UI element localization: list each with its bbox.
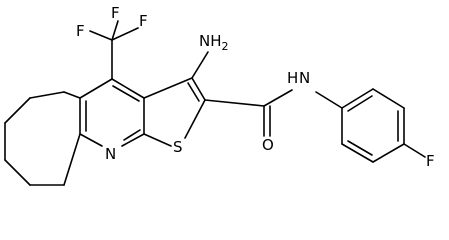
bond-c4-c4a [79, 78, 113, 99]
bond-cf3-f2 [111, 20, 119, 41]
bond-oct-5 [4, 159, 31, 186]
bond-amide-c-n [263, 89, 293, 107]
bond-ar-1 [341, 88, 374, 109]
bond-n-aryl [315, 91, 343, 109]
atom-carbonyl-o: O [262, 136, 274, 154]
bond-oct-2 [29, 91, 65, 99]
atom-aryl-f: F [426, 152, 435, 170]
atom-f-cf3-left: F [76, 22, 85, 40]
atom-pyridine-n: N [105, 145, 116, 163]
bonds [4, 20, 426, 186]
bond-oct-3 [4, 97, 31, 124]
amino-label: NH [199, 32, 222, 50]
atom-f-cf3-top: F [111, 4, 120, 22]
bond-ar-5-inner [347, 140, 373, 156]
bond-c2-c3-inner [187, 82, 200, 102]
bond-c3-c3a [143, 77, 193, 99]
amino-subscript: 2 [222, 40, 229, 53]
bond-cf3-f1 [89, 30, 113, 41]
atom-labels: F F F NH2 H N O N S F [76, 4, 435, 170]
bond-ar-5 [341, 143, 374, 163]
bond-oct-7 [63, 133, 81, 186]
bond-ar-1-inner [347, 95, 373, 112]
atom-thiophene-s: S [173, 138, 183, 156]
bond-cf3-f3 [111, 27, 139, 41]
structure-canvas: F F F NH2 H N O N S F [4, 4, 435, 186]
bond-ar-f [403, 143, 426, 158]
bond-c3-nh2 [191, 51, 209, 79]
bond-c10a-n [79, 133, 103, 147]
bond-ar-4 [372, 143, 405, 163]
bond-c3a-c4 [111, 78, 145, 99]
bond-n-c8a-inner [123, 129, 141, 141]
bond-c2-c3 [191, 77, 206, 101]
molecule-drawing: F F F NH2 H N O N S F [4, 4, 435, 186]
bond-c3a-c4-inner [112, 85, 140, 102]
bond-ar-2 [372, 88, 405, 109]
bond-s-c2 [184, 99, 206, 139]
atom-amide-h: H [287, 69, 298, 87]
bond-oct-1 [63, 91, 81, 99]
bond-n-c8a [121, 133, 145, 147]
atom-amide-n: N [299, 69, 310, 87]
bond-c2-amide-c [204, 99, 265, 107]
atom-f-cf3-right: F [139, 12, 148, 30]
atom-amino: NH2 [199, 32, 229, 53]
bond-c8a-s [143, 133, 172, 147]
